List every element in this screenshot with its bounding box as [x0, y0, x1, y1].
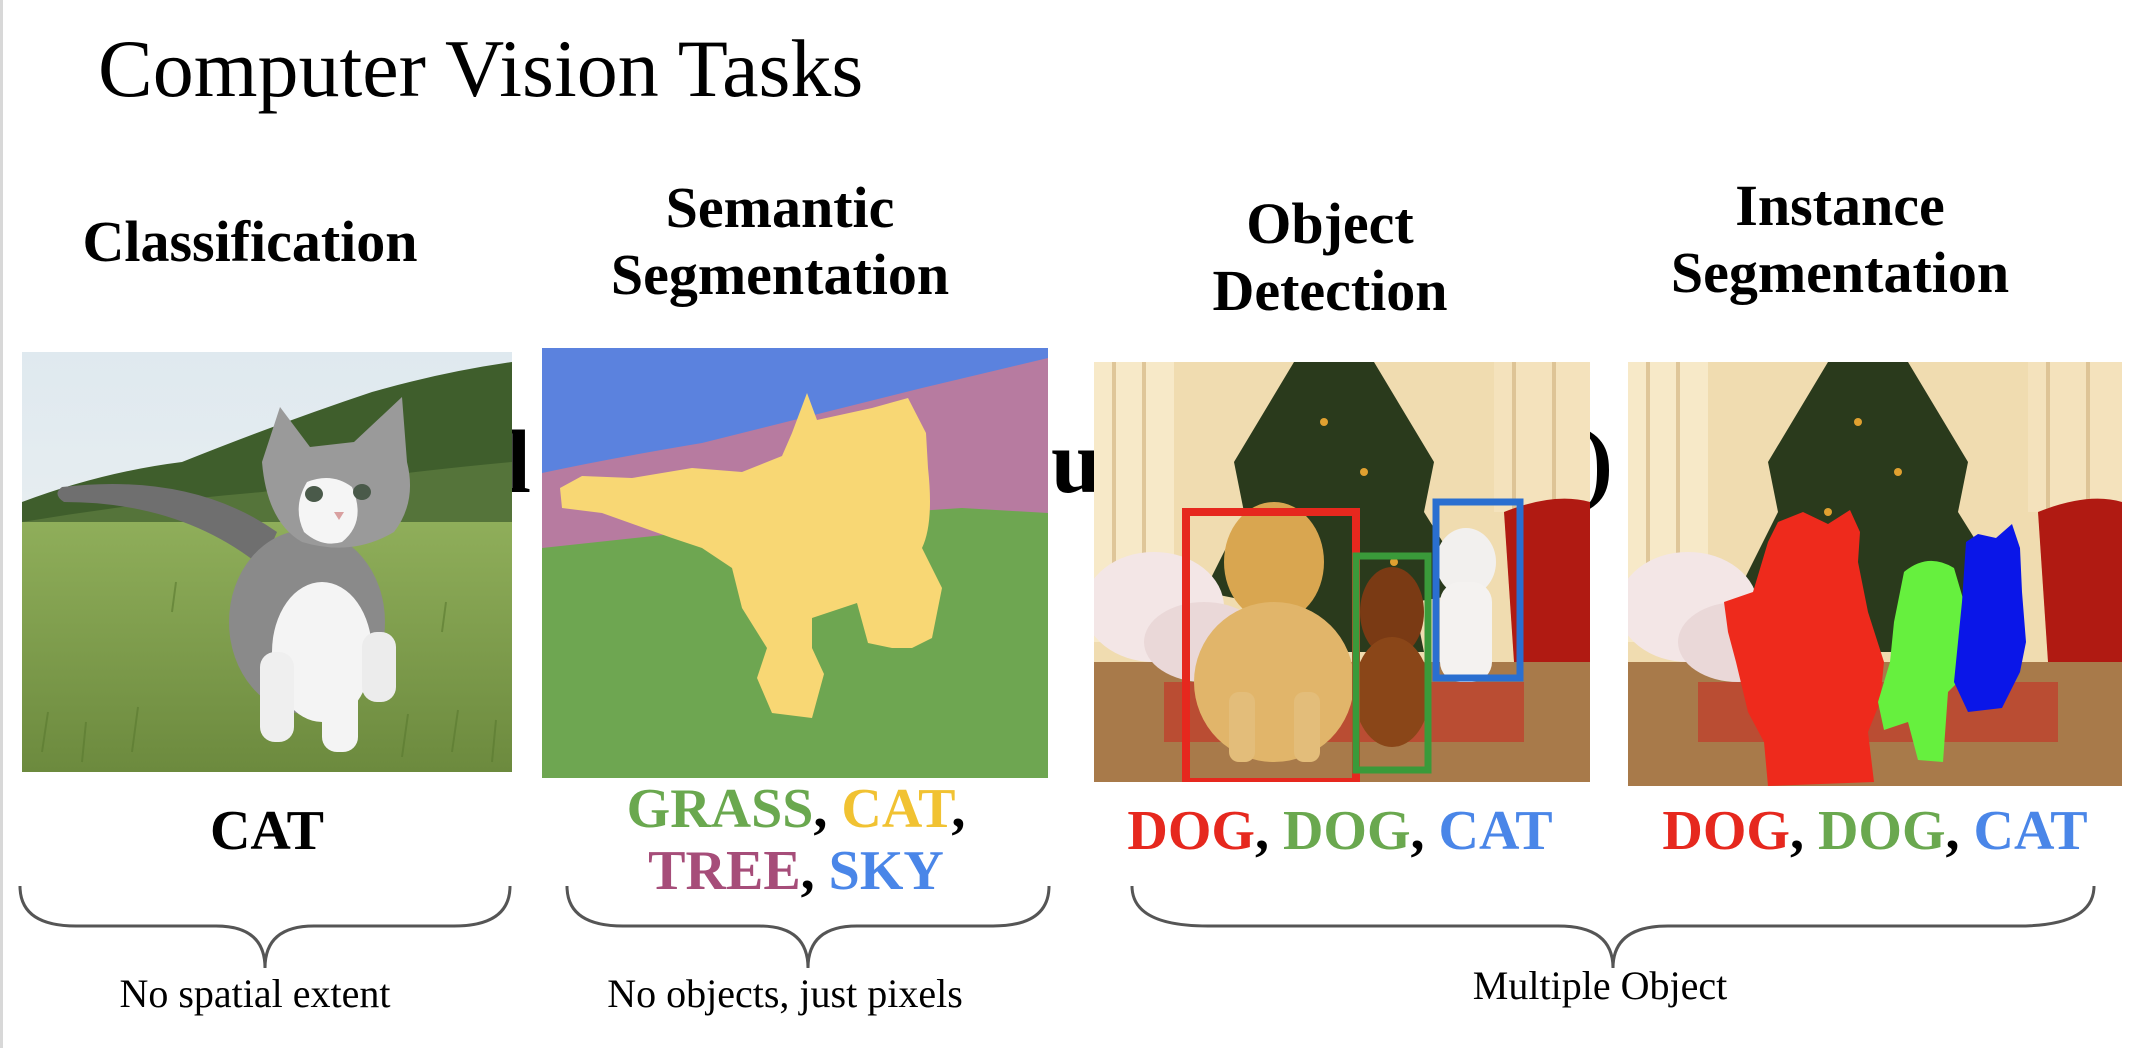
object-detection-label: DOG, DOG, CAT	[1090, 800, 1590, 862]
label-class-name: DOG	[1817, 800, 1946, 862]
label-separator: ,	[813, 778, 842, 840]
classification-label: CAT	[112, 800, 422, 862]
slide-title: Computer Vision Tasks	[98, 23, 864, 114]
label-class-name: DOG	[1282, 800, 1411, 862]
label-class-name: CAT	[1438, 800, 1553, 862]
label-separator: ,	[800, 840, 829, 902]
label-separator: ,	[951, 778, 966, 840]
label-class-name: GRASS	[626, 778, 814, 840]
label-class-name: TREE	[648, 840, 801, 902]
classification-image	[22, 352, 512, 772]
object-detection-image	[1094, 362, 1590, 782]
multiple-object-caption: Multiple Object	[1472, 963, 1728, 1008]
instance-segmentation-label: DOG, DOG, CAT	[1625, 800, 2125, 862]
label-separator: ,	[1945, 800, 1974, 862]
classification-caption: No spatial extent	[119, 971, 391, 1016]
heading-classification: Classification	[82, 209, 418, 274]
instance-segmentation-image	[1628, 362, 2122, 786]
background-glyph-2: u	[1051, 413, 1102, 512]
label-class-name: CAT	[209, 800, 325, 862]
semantic-segmentation-brace	[563, 882, 1053, 972]
label-separator: ,	[1254, 800, 1283, 862]
semantic-segmentation-label: GRASS, CAT, TREE, SKY	[546, 778, 1046, 902]
label-separator: ,	[1789, 800, 1818, 862]
multiple-object-brace	[1128, 882, 2098, 972]
heading-object-detection: Object Detection	[1212, 191, 1448, 323]
slide-left-edge	[0, 0, 3, 1048]
classification-brace	[16, 882, 514, 972]
label-class-name: CAT	[841, 778, 952, 840]
label-separator: ,	[1410, 800, 1439, 862]
semantic-segmentation-caption: No objects, just pixels	[607, 971, 963, 1016]
heading-semantic-segmentation: Semantic Segmentation	[610, 175, 950, 307]
label-class-name: DOG	[1127, 800, 1255, 862]
semantic-segmentation-image	[542, 348, 1048, 778]
label-class-name: CAT	[1973, 800, 2088, 862]
label-class-name: SKY	[828, 840, 944, 902]
label-class-name: DOG	[1662, 800, 1790, 862]
heading-instance-segmentation: Instance Segmentation	[1670, 173, 2010, 305]
